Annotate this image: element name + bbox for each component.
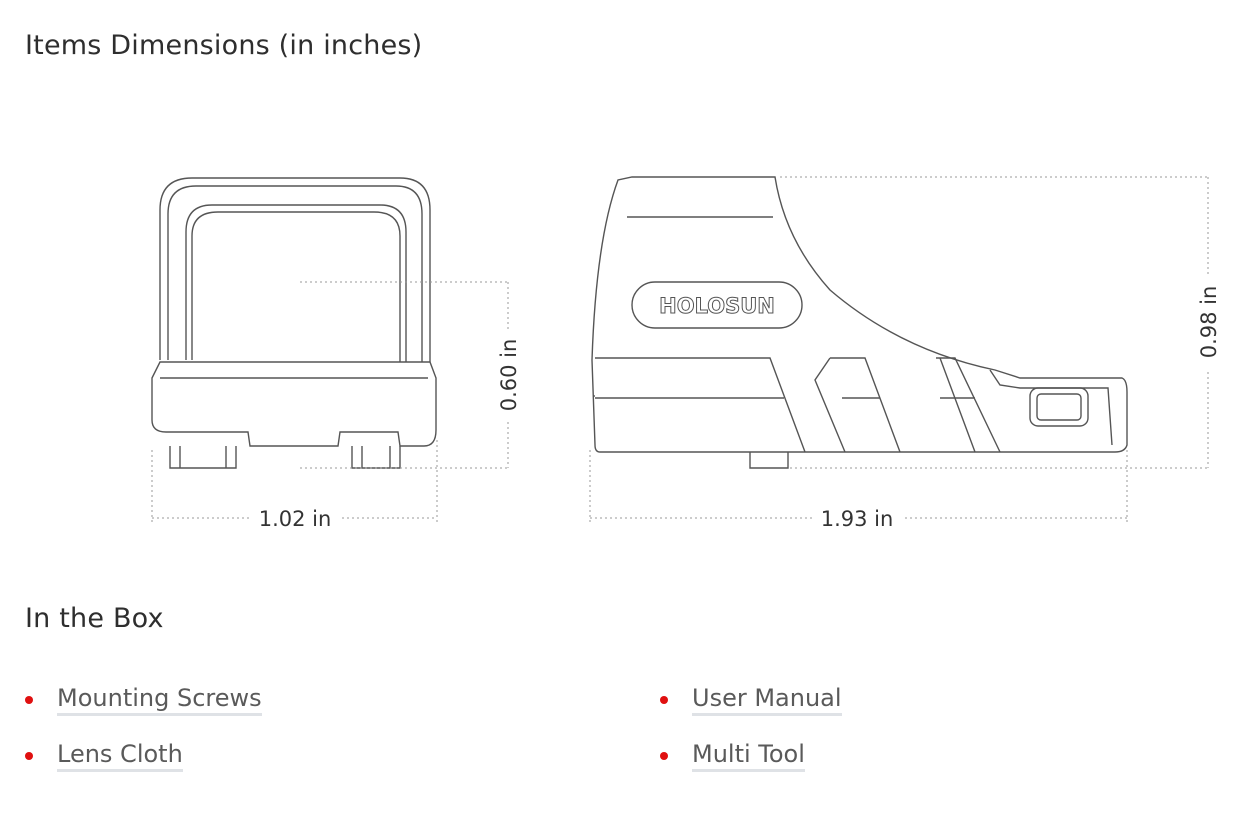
- in-the-box-title: In the Box: [25, 603, 164, 634]
- side-height-label: 0.98 in: [1197, 286, 1221, 359]
- dimension-lines: [151, 176, 1210, 525]
- bullet-icon: [25, 752, 33, 760]
- list-item: Multi Tool: [660, 740, 805, 772]
- dimensions-diagram: HOLOSUN 1.02 in 1.93 in 0.60 in 0.98 in: [151, 176, 1222, 531]
- side-length-label: 1.93 in: [821, 507, 894, 531]
- user-manual-link[interactable]: User Manual: [692, 684, 842, 716]
- list-item: Lens Cloth: [25, 740, 183, 772]
- bullet-icon: [660, 696, 668, 704]
- dimensions-title: Items Dimensions (in inches): [25, 30, 423, 61]
- mounting-screws-link[interactable]: Mounting Screws: [57, 684, 262, 716]
- front-view-drawing: [151, 177, 437, 469]
- bullet-icon: [660, 752, 668, 760]
- list-item: Mounting Screws: [25, 684, 262, 716]
- front-width-label: 1.02 in: [259, 507, 332, 531]
- list-item: User Manual: [660, 684, 842, 716]
- lens-cloth-link[interactable]: Lens Cloth: [57, 740, 183, 772]
- multi-tool-link[interactable]: Multi Tool: [692, 740, 805, 772]
- side-view-drawing: [591, 176, 1128, 469]
- bullet-icon: [25, 696, 33, 704]
- holosun-logo: HOLOSUN: [659, 294, 775, 318]
- front-height-label: 0.60 in: [497, 339, 521, 412]
